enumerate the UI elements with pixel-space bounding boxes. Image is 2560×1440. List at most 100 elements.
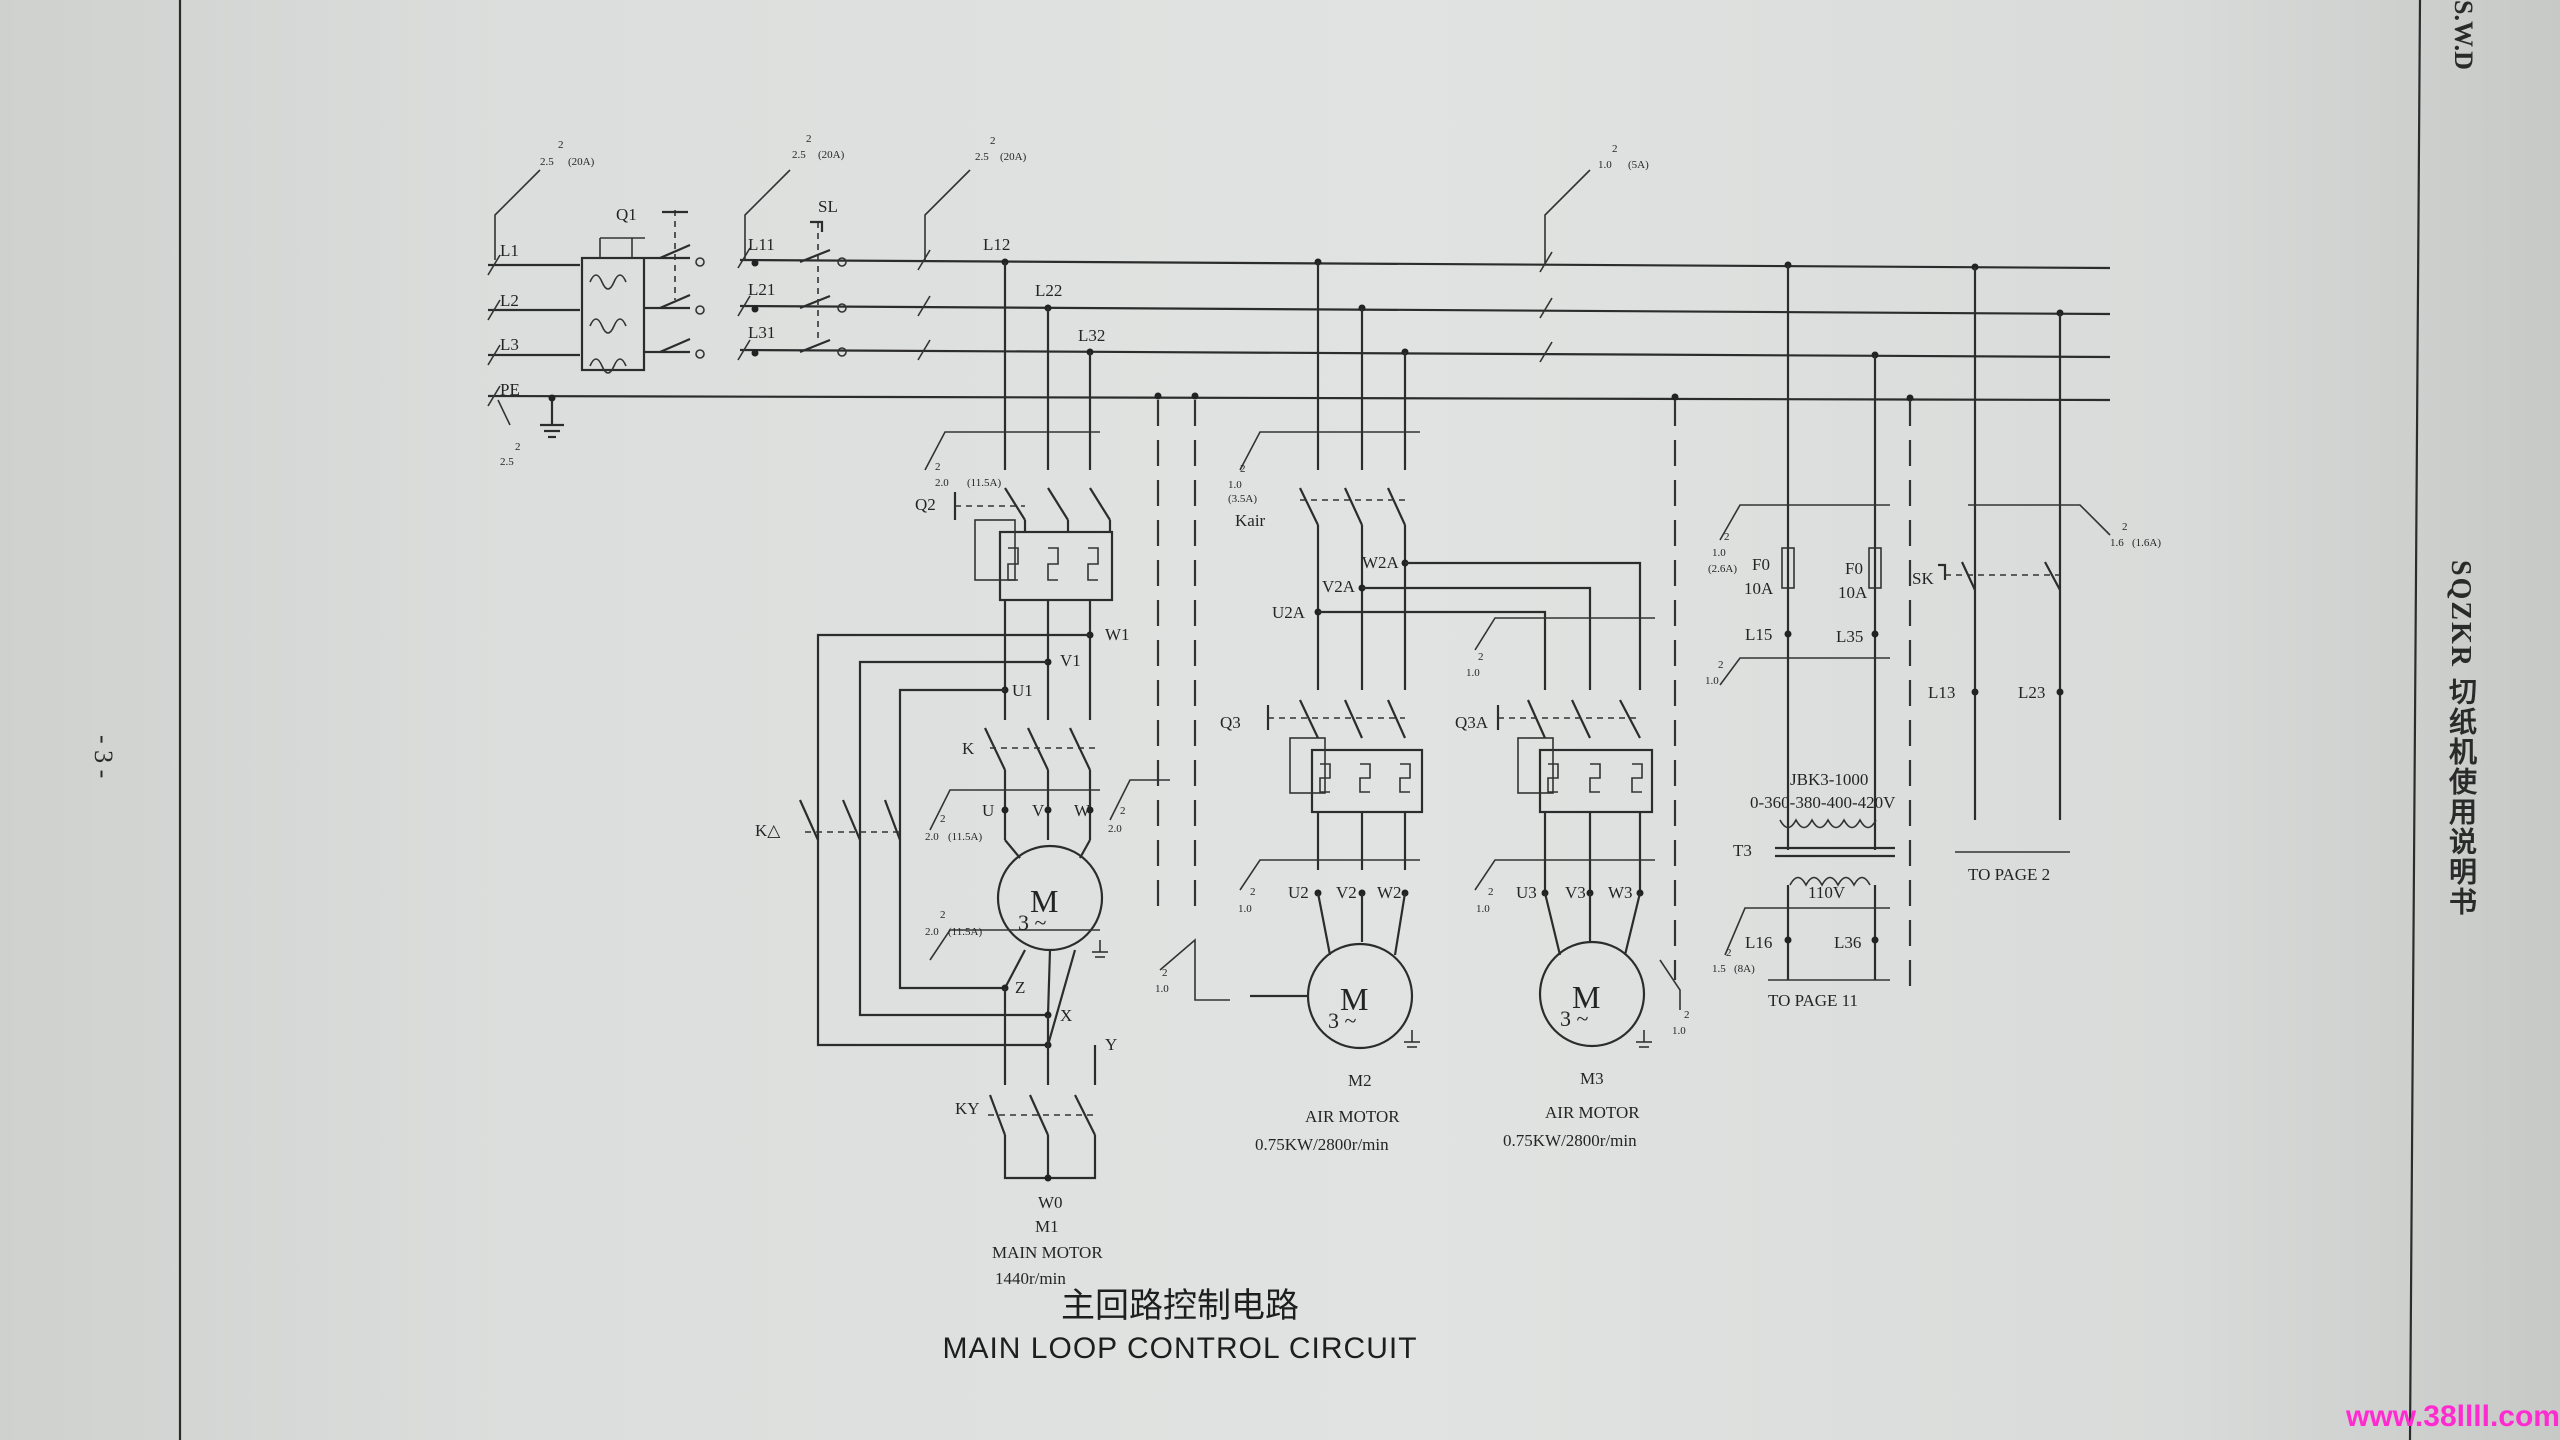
ref-page2: TO PAGE 2 — [1968, 865, 2050, 884]
gauge-sl-a: 2.5 — [792, 149, 806, 161]
gauge-m1-a: 2.0 — [925, 926, 939, 938]
label-q1: Q1 — [616, 205, 637, 224]
gauge-m3-a: 1.0 — [1672, 1025, 1686, 1037]
label-l22: L22 — [1035, 281, 1062, 300]
label-l35: L35 — [1836, 627, 1863, 646]
label-l12: L12 — [983, 235, 1010, 254]
label-w2: W2 — [1377, 883, 1402, 902]
label-x: X — [1060, 1006, 1072, 1025]
gauge-sk-sq: 2 — [2122, 521, 2128, 533]
label-v2: V2 — [1336, 883, 1357, 902]
m1-symbol: M — [1030, 883, 1058, 919]
label-y: Y — [1105, 1035, 1117, 1054]
sl-switch — [799, 220, 847, 357]
gauge-kair-a: 1.0 — [1228, 479, 1242, 491]
label-sl: SL — [818, 197, 838, 216]
gauge-f0-a: 1.0 — [1712, 547, 1726, 559]
label-v1: V1 — [1060, 651, 1081, 670]
gauge-l15-sq: 2 — [1718, 659, 1724, 671]
diagram-title-cn: 主回路控制电路 — [1061, 1286, 1299, 1326]
motor-m1-spec: 1440r/min — [995, 1269, 1066, 1288]
gauge-m1-b: (11.5A) — [948, 926, 982, 938]
label-q2: Q2 — [915, 495, 936, 514]
q1-breaker — [580, 210, 705, 374]
gauge-q1-b: (20A) — [568, 156, 595, 168]
gauge-q2-a: 2.0 — [935, 477, 949, 489]
gauge-pe-a: 2.5 — [500, 456, 514, 468]
label-u2: U2 — [1288, 883, 1309, 902]
gauge-q1-a: 2.5 — [540, 156, 554, 168]
gauge-q3-a: 1.0 — [1238, 903, 1252, 915]
gauge-l16-a: 1.5 — [1712, 963, 1726, 975]
gauge-ctrl-b: (5A) — [1628, 159, 1649, 171]
motor-m2-id: M2 — [1348, 1071, 1372, 1090]
gauge-l15-a: 1.0 — [1705, 675, 1719, 687]
gauge-l12-b: (20A) — [1000, 151, 1027, 163]
label-u3: U3 — [1516, 883, 1537, 902]
fuse-rating-left: 10A — [1744, 579, 1774, 598]
motor-m2-spec: 0.75KW/2800r/min — [1255, 1135, 1389, 1154]
gauge-f0-sq: 2 — [1724, 531, 1730, 543]
label-w2a: W2A — [1362, 553, 1400, 572]
fuse-rating-right: 10A — [1838, 583, 1868, 602]
gauge-l16-sq: 2 — [1726, 947, 1732, 959]
bus-bars — [487, 256, 2111, 402]
label-l1: L1 — [500, 241, 519, 260]
m1-phase: 3 ~ — [1018, 910, 1047, 935]
label-w: W — [1074, 801, 1091, 820]
transformer-output: 110V — [1808, 883, 1846, 902]
gauge-q2-sq: 2 — [935, 461, 941, 473]
label-k: K — [962, 739, 975, 758]
gauge-l16-b: (8A) — [1734, 963, 1755, 975]
label-kdelta: K△ — [755, 821, 781, 840]
gauge-q3b-a: 1.0 — [1476, 903, 1490, 915]
ground-icon — [540, 394, 564, 439]
m1-branch — [798, 262, 1170, 1182]
motor-m1-name: MAIN MOTOR — [992, 1243, 1103, 1262]
label-u1: U1 — [1012, 681, 1033, 700]
label-q3a: Q3A — [1455, 713, 1489, 732]
motor-m1-id: M1 — [1035, 1217, 1059, 1236]
gauge-q3b-sq: 2 — [1488, 886, 1494, 898]
label-sk: SK — [1912, 569, 1934, 588]
label-l11: L11 — [748, 235, 775, 254]
label-v2a: V2A — [1322, 577, 1356, 596]
m2-branch — [1239, 262, 1642, 1050]
right-margin-line — [2408, 0, 2422, 1440]
manual-title: SQZKR 切纸机使用说明书 — [2445, 560, 2476, 918]
bus-junctions — [751, 258, 2064, 402]
label-l13: L13 — [1928, 683, 1955, 702]
motor-m3-id: M3 — [1580, 1069, 1604, 1088]
fuse-f0-right: F0 — [1845, 559, 1863, 578]
label-z: Z — [1015, 978, 1025, 997]
gauge-q3a-sq: 2 — [1478, 651, 1484, 663]
label-ky: KY — [955, 1099, 980, 1118]
label-l21: L21 — [748, 280, 775, 299]
transformer-branch — [1719, 265, 1895, 981]
motor-m3-icon — [1538, 940, 1646, 1048]
fuse-f0-left: F0 — [1752, 555, 1770, 574]
label-l36: L36 — [1834, 933, 1861, 952]
manual-code: S.W.D — [2449, 0, 2478, 70]
gauge-leaders — [494, 169, 1591, 426]
watermark: www.38llll.com — [2346, 1400, 2560, 1433]
motor-m3-name: AIR MOTOR — [1545, 1103, 1640, 1122]
page-number: - 3 - — [89, 735, 118, 779]
sk-branch — [1938, 267, 2111, 853]
label-l3: L3 — [500, 335, 519, 354]
m3-phase: 3 ~ — [1560, 1006, 1589, 1031]
gauge-q2-b: (11.5A) — [967, 477, 1001, 489]
gauge-sl-sq: 2 — [806, 133, 812, 145]
m2-symbol: M — [1340, 981, 1368, 1017]
gauge-m2-sq: 2 — [1162, 967, 1168, 979]
gauge-kair-sq: 2 — [1240, 463, 1246, 475]
gauge-sk-a: 1.6 — [2110, 537, 2124, 549]
gauge-l12-sq: 2 — [990, 135, 996, 147]
gauge-ctrl-a: 1.0 — [1598, 159, 1612, 171]
diagram-title-en: MAIN LOOP CONTROL CIRCUIT — [942, 1332, 1418, 1365]
gauge-k-sq: 2 — [940, 813, 946, 825]
label-l2: L2 — [500, 291, 519, 310]
gauge-sk-b: (1.6A) — [2132, 537, 2161, 549]
gauge-pe-sq: 2 — [515, 441, 521, 453]
